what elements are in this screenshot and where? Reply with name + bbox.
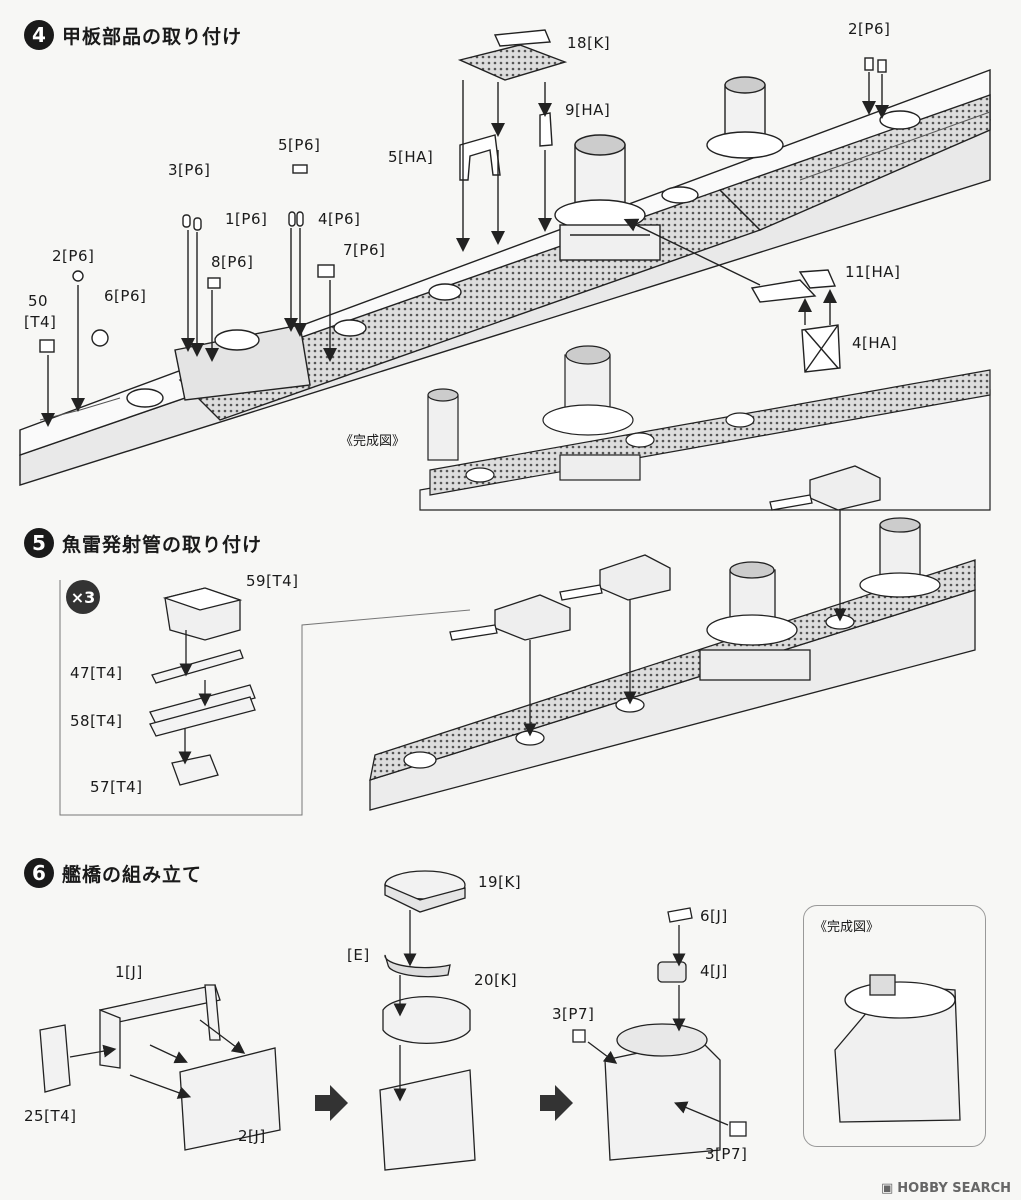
part-label: 59[T4] (246, 572, 299, 590)
watermark-logo-icon: ▣ (880, 1181, 894, 1196)
complete-panel: 《完成図》 (803, 905, 986, 1147)
part-label: 9[HA] (565, 101, 611, 119)
step4-title: 甲板部品の取り付け (62, 25, 243, 48)
step6-header: 6 艦橋の組み立て (24, 858, 202, 888)
part-label: 20[K] (474, 971, 518, 989)
step4-header: 4 甲板部品の取り付け (24, 20, 242, 50)
part-label: 58[T4] (70, 712, 123, 730)
part-label: 7[P6] (343, 241, 386, 259)
part-label: 4[P6] (318, 210, 361, 228)
step5-number: 5 (24, 528, 54, 558)
part-label: [E] (347, 946, 370, 964)
watermark: ▣ HOBBY SEARCH (881, 1181, 1011, 1196)
step4-parts (39, 29, 887, 373)
part-label: 11[HA] (845, 263, 901, 281)
part-label: 8[P6] (211, 253, 254, 271)
part-label: 50 (28, 292, 49, 310)
part-label: [T4] (24, 313, 57, 331)
step4-number: 4 (24, 20, 54, 50)
part-label: 1[J] (115, 963, 143, 981)
step5-ship (369, 465, 976, 811)
part-label: 3[P6] (168, 161, 211, 179)
part-label: 6[J] (700, 907, 728, 925)
part-label: 5[P6] (278, 136, 321, 154)
part-label: 3[P7] (705, 1145, 748, 1163)
multiplier-badge: ×3 (66, 580, 100, 614)
step4-ship-hull (19, 68, 991, 486)
part-label: 47[T4] (70, 664, 123, 682)
part-label: 57[T4] (90, 778, 143, 796)
part-label: 5[HA] (388, 148, 434, 166)
complete-label: 《完成図》 (340, 434, 406, 449)
part-label: 4[HA] (852, 334, 898, 352)
complete-label: 《完成図》 (814, 920, 880, 935)
part-label: 2[P6] (848, 20, 891, 38)
watermark-text: HOBBY SEARCH (897, 1181, 1011, 1196)
step5-header: 5 魚雷発射管の取り付け (24, 528, 262, 558)
step5-title: 魚雷発射管の取り付け (62, 533, 263, 556)
part-label: 25[T4] (24, 1107, 77, 1125)
step4-complete-inset (419, 345, 991, 511)
part-label: 1[P6] (225, 210, 268, 228)
part-label: 6[P6] (104, 287, 147, 305)
step6-title: 艦橋の組み立て (62, 863, 203, 886)
step6-number: 6 (24, 858, 54, 888)
step5-parts (149, 587, 256, 786)
part-label: 2[P6] (52, 247, 95, 265)
part-label: 3[P7] (552, 1005, 595, 1023)
part-label: 4[J] (700, 962, 728, 980)
part-label: 19[K] (478, 873, 522, 891)
part-label: 18[K] (567, 34, 611, 52)
part-label: 2[J] (238, 1127, 266, 1145)
